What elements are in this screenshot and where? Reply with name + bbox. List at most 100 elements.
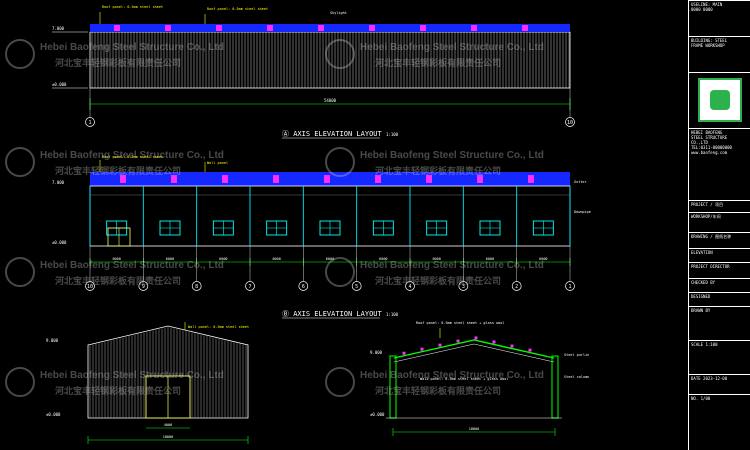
mid-axis-0-label: 10 xyxy=(87,284,93,290)
watermark-company-cn: 河北宝丰轻钢彩板有限责任公司 xyxy=(375,165,501,176)
section-column-right xyxy=(551,355,559,419)
qr-code-icon xyxy=(689,72,750,128)
mid-axis-1-label: 9 xyxy=(142,284,145,290)
mid-axis-9-label: 1 xyxy=(568,284,571,290)
section-roof-rafter xyxy=(393,339,555,359)
title-block-row: DRAWING / 图纸名称 xyxy=(689,232,750,248)
top-axis-left xyxy=(85,117,95,127)
section-purlin xyxy=(510,344,514,348)
watermark-logo-icon xyxy=(325,367,355,397)
mid-axis-3-label: 7 xyxy=(248,284,251,290)
section-purlin xyxy=(528,348,532,352)
watermark-company-en: Hebei Baofeng Steel Structure Co., Ltd xyxy=(40,150,224,161)
mid-dim-bay: 6000 xyxy=(486,257,494,261)
section-purlin xyxy=(456,339,460,343)
mid-axis-6 xyxy=(405,281,415,291)
watermark-company-en: Hebei Baofeng Steel Structure Co., Ltd xyxy=(360,42,544,53)
section-callout-left: Wall panel: 0.5mm steel sheet + glass wo… xyxy=(420,377,509,381)
title-block-row: ELEVATION xyxy=(689,248,750,262)
title-block-row: HEBEI BAOFENG STEEL STRUCTURE CO.,LTD TE… xyxy=(689,128,750,200)
qr-logo-icon xyxy=(710,90,730,110)
mid-skylight-mark xyxy=(477,175,483,183)
section-level-bottom: ±0.000 xyxy=(370,412,385,417)
title-block-row: DATE 2023-12-00 xyxy=(689,374,750,394)
mid-skylight-mark xyxy=(222,175,228,183)
watermark-company-cn: 河北宝丰轻钢彩板有限责任公司 xyxy=(375,275,501,286)
gable-outline xyxy=(87,325,249,419)
title-block-row: CHECKED BY xyxy=(689,278,750,292)
top-callout-2: Roof panel: 0.5mm steel sheet xyxy=(207,7,268,11)
mid-callout-right-2: Downpipe xyxy=(574,210,591,214)
mid-skylight-mark xyxy=(528,175,534,183)
section-roof-line xyxy=(393,343,555,363)
title-block-row: PROJECT DIRECTOR xyxy=(689,262,750,278)
watermark-logo-icon xyxy=(325,257,355,287)
watermark-company-en: Hebei Baofeng Steel Structure Co., Ltd xyxy=(360,260,544,271)
title-block-row: SCALE 1:100 xyxy=(689,340,750,374)
watermark-company-en: Hebei Baofeng Steel Structure Co., Ltd xyxy=(40,370,224,381)
section-level-top: 9.000 xyxy=(370,350,383,355)
title-block-row: DRAWN BY xyxy=(689,306,750,340)
gable-level-bottom: ±0.000 xyxy=(46,412,61,417)
watermark-company-en: Hebei Baofeng Steel Structure Co., Ltd xyxy=(40,260,224,271)
mid-axis-4-label: 6 xyxy=(302,284,305,290)
skylight-mark xyxy=(114,25,120,31)
gable-level-top: 9.000 xyxy=(46,338,59,343)
mid-axis-7-label: 3 xyxy=(462,284,465,290)
section-purlin xyxy=(438,343,442,347)
mid-callout-1: Roof panel: 0.5mm steel sheet xyxy=(102,155,163,159)
mid-axis-2-label: 8 xyxy=(195,284,198,290)
mid-axis-5 xyxy=(351,281,362,291)
section-purlin xyxy=(402,351,406,355)
title-block-row: DESIGNED xyxy=(689,292,750,306)
watermark-company-cn: 河北宝丰轻钢彩板有限责任公司 xyxy=(55,165,181,176)
mid-axis-8-label: 2 xyxy=(515,284,518,290)
skylight-mark xyxy=(165,25,171,31)
mid-skylight-mark xyxy=(273,175,279,183)
gable-total-dim: 18000 xyxy=(163,435,174,439)
mid-level-bottom: ±0.000 xyxy=(52,240,67,245)
watermark-company-en: Hebei Baofeng Steel Structure Co., Ltd xyxy=(40,42,224,53)
mid-skylight-mark xyxy=(120,175,126,183)
skylight-mark xyxy=(267,25,273,31)
top-level-top: 7.000 xyxy=(52,26,65,31)
view-b-scale: 1:100 xyxy=(386,312,399,317)
section-purlin xyxy=(492,340,496,344)
mid-dim-bay: 6000 xyxy=(166,257,174,261)
skylight-mark xyxy=(522,25,528,31)
title-block-row: NO. 1/00 xyxy=(689,394,750,450)
title-block-row: PROJECT / 项目 xyxy=(689,200,750,212)
top-axis-left-label: 1 xyxy=(88,120,91,126)
mid-dim-bay: 6000 xyxy=(432,257,440,261)
mid-skylight-mark xyxy=(426,175,432,183)
watermark-company-cn: 河北宝丰轻钢彩板有限责任公司 xyxy=(375,57,501,68)
mid-axis-7 xyxy=(458,281,469,291)
watermark-logo-icon xyxy=(325,39,355,69)
mid-skylight-mark xyxy=(171,175,177,183)
watermark-logo-icon xyxy=(325,147,355,177)
mid-axis-1 xyxy=(138,281,149,291)
gable-door-dim: 4000 xyxy=(164,423,172,427)
title-block-row: BUILDING: STEEL FRAME WORKSHOP xyxy=(689,36,750,72)
mid-axis-4 xyxy=(298,281,309,291)
mid-axis-8 xyxy=(511,281,522,291)
top-callout-1: Roof panel: 0.5mm steel sheet xyxy=(102,5,163,9)
top-callout-3: Skylight xyxy=(330,11,347,15)
view-a-title: Ⓐ AXIS ELEVATION LAYOUT xyxy=(282,130,383,138)
skylight-mark xyxy=(420,25,426,31)
top-level-bottom: ±0.000 xyxy=(52,82,67,87)
watermark-logo-icon xyxy=(5,39,35,69)
mid-axis-2 xyxy=(191,281,202,291)
mid-dim-bay: 6000 xyxy=(219,257,227,261)
section-purlin xyxy=(474,336,478,340)
mid-axis-3 xyxy=(245,281,255,291)
watermark-logo-icon xyxy=(5,367,35,397)
title-block-row: WORKSHOP/车间 xyxy=(689,212,750,232)
watermark-company-en: Hebei Baofeng Steel Structure Co., Ltd xyxy=(360,370,544,381)
mid-axis-6-label: 4 xyxy=(408,284,411,290)
mid-skylight-mark xyxy=(375,175,381,183)
section-callout-top: Roof panel: 0.5mm steel sheet + glass wo… xyxy=(416,321,505,325)
top-dim-total: 54000 xyxy=(324,98,337,103)
